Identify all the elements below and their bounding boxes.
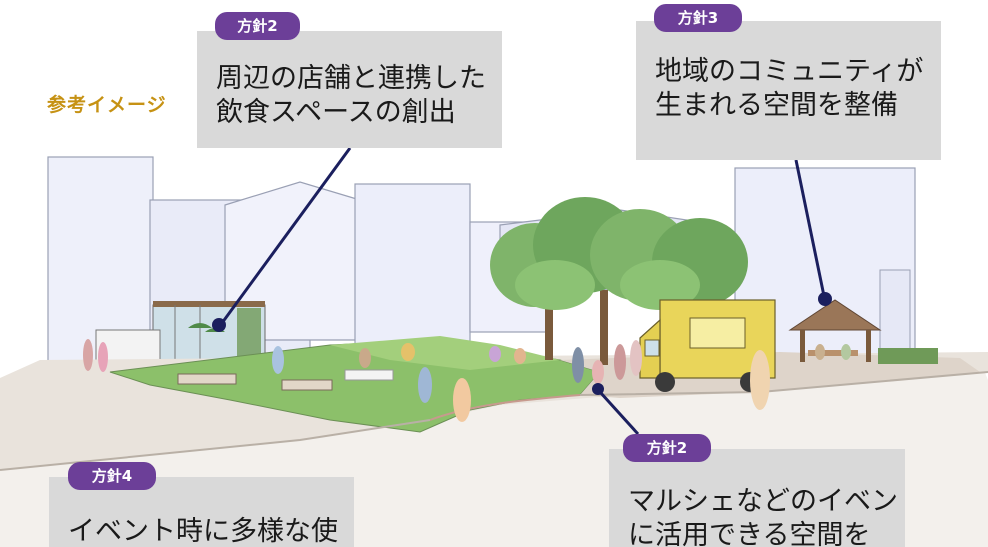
policy-callout-marche: マルシェなどのイベント に活用できる空間を — [609, 449, 905, 547]
callout-text-line: 生まれる空間を整備 — [655, 90, 898, 121]
people — [83, 339, 851, 422]
policy-badge: 方針3 — [654, 4, 742, 32]
reference-image-label: 参考イメージ — [47, 94, 167, 116]
pavilion — [788, 299, 938, 364]
callout-text-line: 周辺の店舗と連携した — [216, 63, 486, 94]
policy-badge: 方針4 — [68, 462, 156, 490]
callout-text-line: 地域のコミュニティが — [655, 56, 924, 87]
policy-callout-community: 地域のコミュニティが 生まれる空間を整備 — [636, 21, 941, 160]
callout-text-line: に活用できる空間を — [628, 520, 871, 547]
trees — [490, 197, 748, 365]
callout-text-line: 飲食スペースの創出 — [216, 97, 456, 128]
leader-lines — [212, 147, 832, 436]
policy-badge: 方針2 — [215, 12, 300, 40]
policy-callout-dining: 周辺の店舗と連携した 飲食スペースの創出 — [197, 31, 502, 148]
callout-text-line: マルシェなどのイベント — [628, 486, 905, 517]
policy-badge: 方針2 — [623, 434, 711, 462]
benches — [177, 369, 394, 391]
callout-text-line: イベント時に多様な使 — [68, 516, 338, 547]
